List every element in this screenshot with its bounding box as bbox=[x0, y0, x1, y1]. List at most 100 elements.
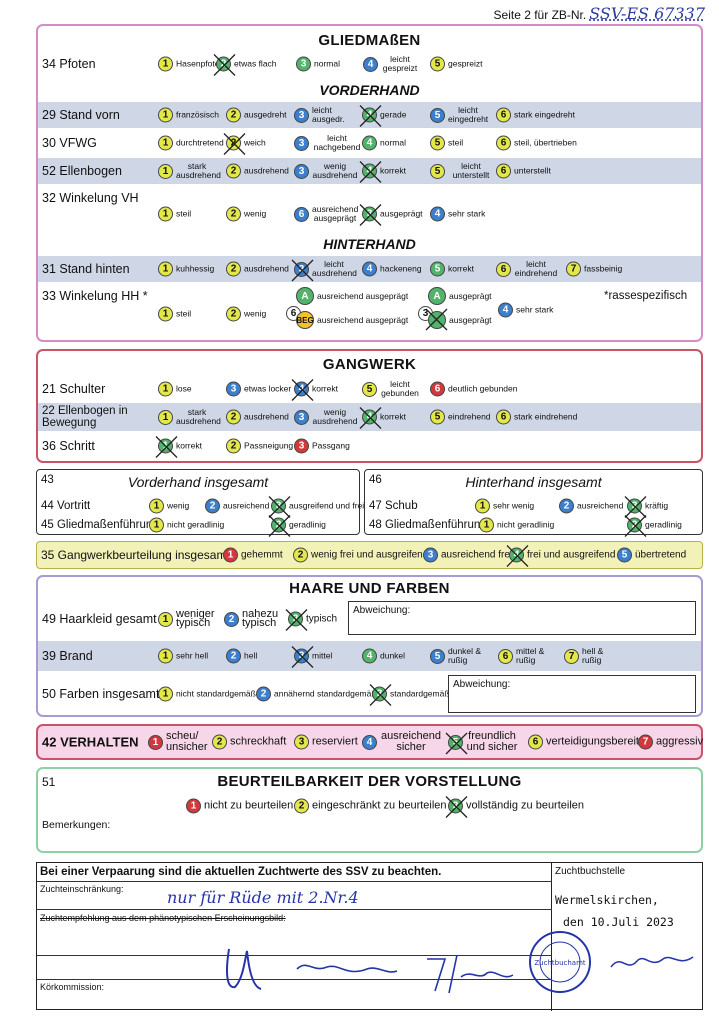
abweichung-field[interactable]: Abweichung: bbox=[348, 601, 696, 635]
option-checked[interactable]: ausgeprägt bbox=[425, 308, 492, 331]
option-label: weich bbox=[244, 137, 266, 148]
abweichung-field[interactable]: Abweichung: bbox=[448, 675, 696, 713]
stamp-text: Zuchtbuchamt bbox=[534, 959, 586, 967]
option-label: unterstellt bbox=[514, 165, 551, 176]
option-label: leicht ausgedr. bbox=[312, 105, 345, 124]
